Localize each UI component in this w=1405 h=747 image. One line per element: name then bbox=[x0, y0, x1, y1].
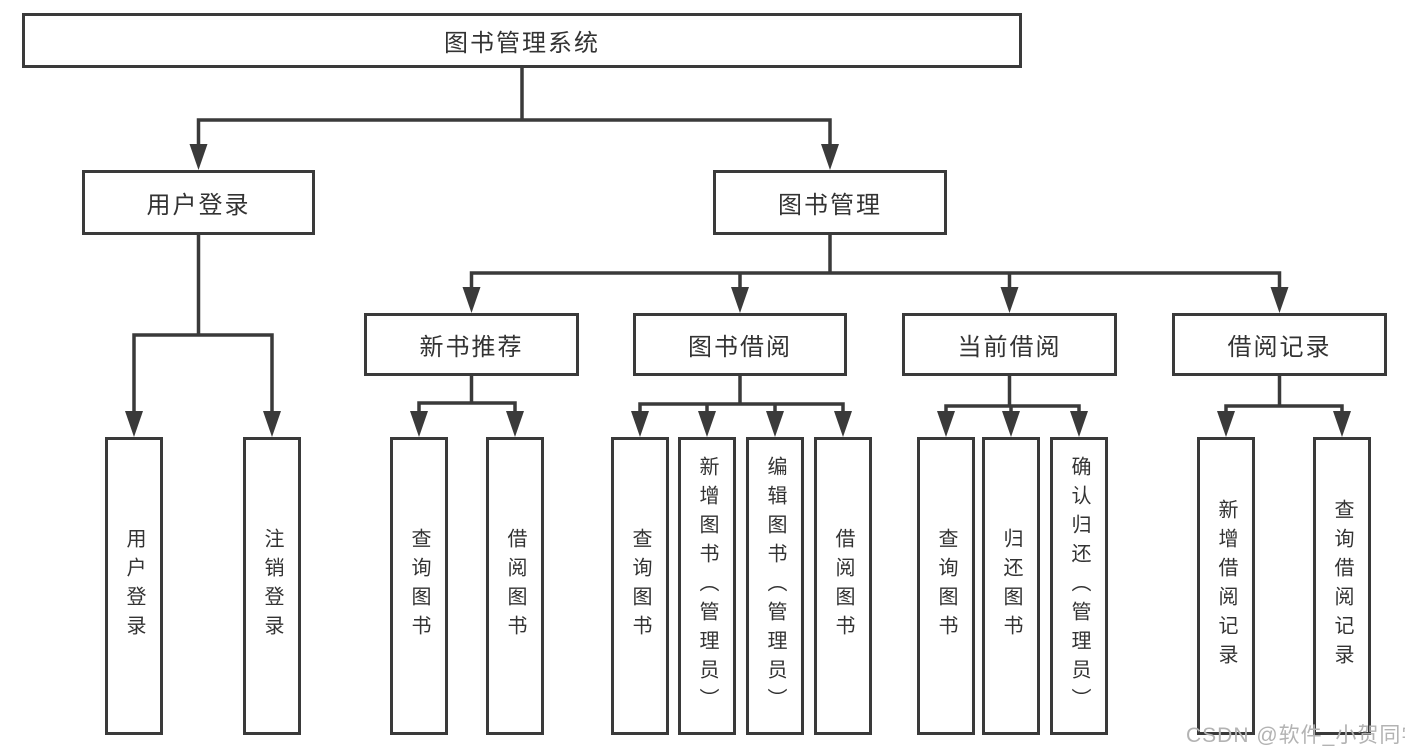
arrowhead-icon bbox=[1002, 411, 1020, 437]
arrowhead-icon bbox=[766, 411, 784, 437]
csdn-watermark: CSDN @软件_小贺同学 bbox=[1186, 724, 1405, 747]
leaf-label: 查询图书 bbox=[629, 528, 651, 644]
node-borrow-records: 借阅记录 bbox=[1172, 313, 1387, 376]
node-label: 用户登录 bbox=[146, 192, 251, 219]
arrowhead-icon bbox=[698, 411, 716, 437]
node-label: 借阅记录 bbox=[1227, 334, 1332, 361]
arrowhead-icon bbox=[834, 411, 852, 437]
connector-borrow-records-children bbox=[1217, 376, 1351, 437]
arrowhead-icon bbox=[821, 144, 839, 170]
leaf-label: 查询借阅记录 bbox=[1331, 499, 1353, 673]
leaf-label: 新增借阅记录 bbox=[1215, 499, 1237, 673]
connector-user-login-children bbox=[125, 235, 281, 437]
arrowhead-icon bbox=[462, 287, 481, 313]
connector-book-borrow-children bbox=[631, 376, 852, 437]
leaf-label: 归还图书 bbox=[1000, 528, 1022, 644]
leaf-edit-books-admin: 编辑图书（管理员） bbox=[746, 437, 804, 735]
arrowhead-icon bbox=[731, 287, 749, 313]
leaf-logout: 注销登录 bbox=[243, 437, 301, 735]
node-label: 当前借阅 bbox=[957, 334, 1062, 361]
leaf-return-books: 归还图书 bbox=[982, 437, 1040, 735]
leaf-label: 借阅图书 bbox=[504, 528, 526, 644]
arrowhead-icon bbox=[1333, 411, 1351, 437]
leaf-add-borrow-record: 新增借阅记录 bbox=[1197, 437, 1255, 735]
leaf-query-books-current: 查询图书 bbox=[917, 437, 975, 735]
arrowhead-icon bbox=[631, 411, 649, 437]
leaf-label: 借阅图书 bbox=[832, 528, 854, 644]
leaf-label: 确认归还（管理员） bbox=[1068, 455, 1090, 717]
connector-book-mgmt-to-sections bbox=[462, 235, 1289, 313]
leaf-label: 注销登录 bbox=[261, 528, 283, 644]
connector-root-to-level2 bbox=[189, 68, 839, 170]
connector-current-borrow-children bbox=[937, 376, 1088, 437]
leaf-label: 新增图书（管理员） bbox=[696, 455, 718, 717]
arrowhead-icon bbox=[1270, 287, 1289, 313]
leaf-borrow-books-recommend: 借阅图书 bbox=[486, 437, 544, 735]
node-book-management: 图书管理 bbox=[713, 170, 947, 235]
leaf-query-borrow-record: 查询借阅记录 bbox=[1313, 437, 1371, 735]
leaf-label: 编辑图书（管理员） bbox=[764, 455, 786, 717]
leaf-label: 查询图书 bbox=[408, 528, 430, 644]
leaf-query-books-recommend: 查询图书 bbox=[390, 437, 448, 735]
arrowhead-icon bbox=[125, 411, 143, 437]
arrowhead-icon bbox=[189, 144, 208, 170]
node-label: 图书管理 bbox=[778, 192, 882, 219]
arrowhead-icon bbox=[1000, 287, 1019, 313]
node-user-login: 用户登录 bbox=[82, 170, 315, 235]
leaf-borrow-books: 借阅图书 bbox=[814, 437, 872, 735]
arrowhead-icon bbox=[1070, 411, 1088, 437]
node-current-borrow: 当前借阅 bbox=[902, 313, 1117, 376]
leaf-label: 用户登录 bbox=[123, 528, 145, 644]
arrowhead-icon bbox=[1217, 411, 1235, 437]
arrowhead-icon bbox=[506, 411, 524, 437]
arrowhead-icon bbox=[263, 411, 281, 437]
leaf-label: 查询图书 bbox=[935, 528, 957, 644]
leaf-confirm-return-admin: 确认归还（管理员） bbox=[1050, 437, 1108, 735]
node-book-borrow: 图书借阅 bbox=[633, 313, 847, 376]
node-label: 新书推荐 bbox=[419, 334, 524, 361]
connector-new-book-children bbox=[410, 376, 524, 437]
leaf-add-books-admin: 新增图书（管理员） bbox=[678, 437, 736, 735]
arrowhead-icon bbox=[937, 411, 955, 437]
node-root-library-system: 图书管理系统 bbox=[22, 13, 1022, 68]
leaf-query-books-borrow: 查询图书 bbox=[611, 437, 669, 735]
arrowhead-icon bbox=[410, 411, 428, 437]
node-label: 图书借阅 bbox=[688, 334, 792, 361]
node-label: 图书管理系统 bbox=[444, 30, 600, 57]
leaf-user-login: 用户登录 bbox=[105, 437, 163, 735]
node-new-book-recommend: 新书推荐 bbox=[364, 313, 579, 376]
